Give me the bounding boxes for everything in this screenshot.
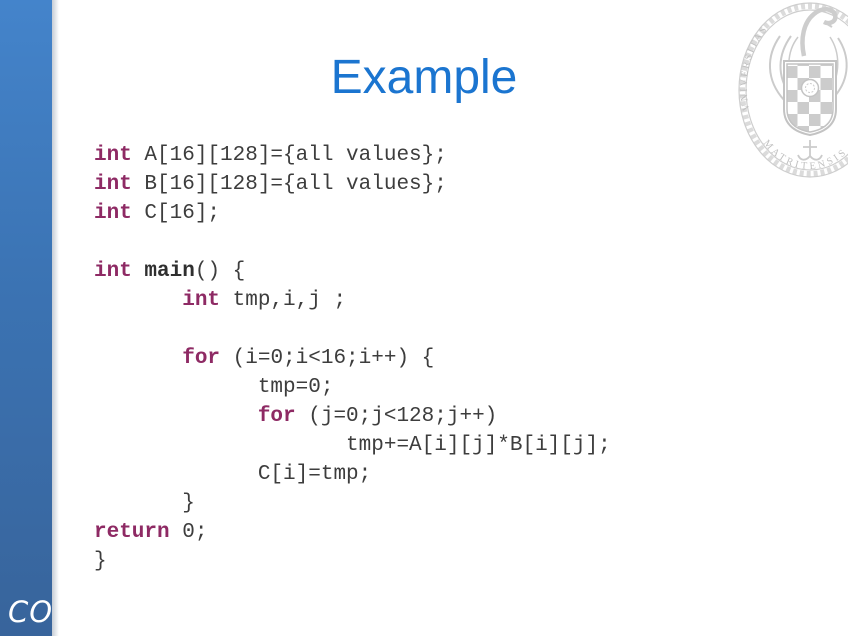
code-line: int tmp,i,j ; bbox=[182, 289, 347, 312]
code-line: int B[16][128]={all values}; bbox=[94, 173, 447, 196]
svg-text:VNIVERSITAS: VNIVERSITAS bbox=[739, 23, 771, 111]
code-line: int A[16][128]={all values}; bbox=[94, 144, 447, 167]
code-line: tmp=0; bbox=[94, 376, 334, 399]
code-line: for (i=0;i<16;i++) { bbox=[182, 347, 435, 370]
slide-title: Example bbox=[330, 51, 518, 104]
code-line bbox=[94, 228, 611, 257]
code-line: for (j=0;j<128;j++) bbox=[257, 405, 498, 428]
code-line: return 0; bbox=[94, 521, 208, 544]
code-line: tmp+=A[i][j]*B[i][j]; bbox=[94, 434, 611, 457]
code-line bbox=[94, 315, 611, 344]
university-crest-icon: VNIVERSITAS MATRITENSIS bbox=[738, 2, 848, 178]
code-line: int main() { bbox=[94, 260, 246, 283]
course-logo-label: CO bbox=[8, 595, 54, 629]
code-line: } bbox=[94, 492, 195, 515]
code-line: } bbox=[94, 550, 107, 573]
code-line: int C[16]; bbox=[94, 202, 221, 225]
code-line: C[i]=tmp; bbox=[94, 463, 372, 486]
sidebar-accent-bar bbox=[0, 0, 59, 636]
code-block: int A[16][128]={all values}; int B[16][12… bbox=[94, 141, 611, 576]
